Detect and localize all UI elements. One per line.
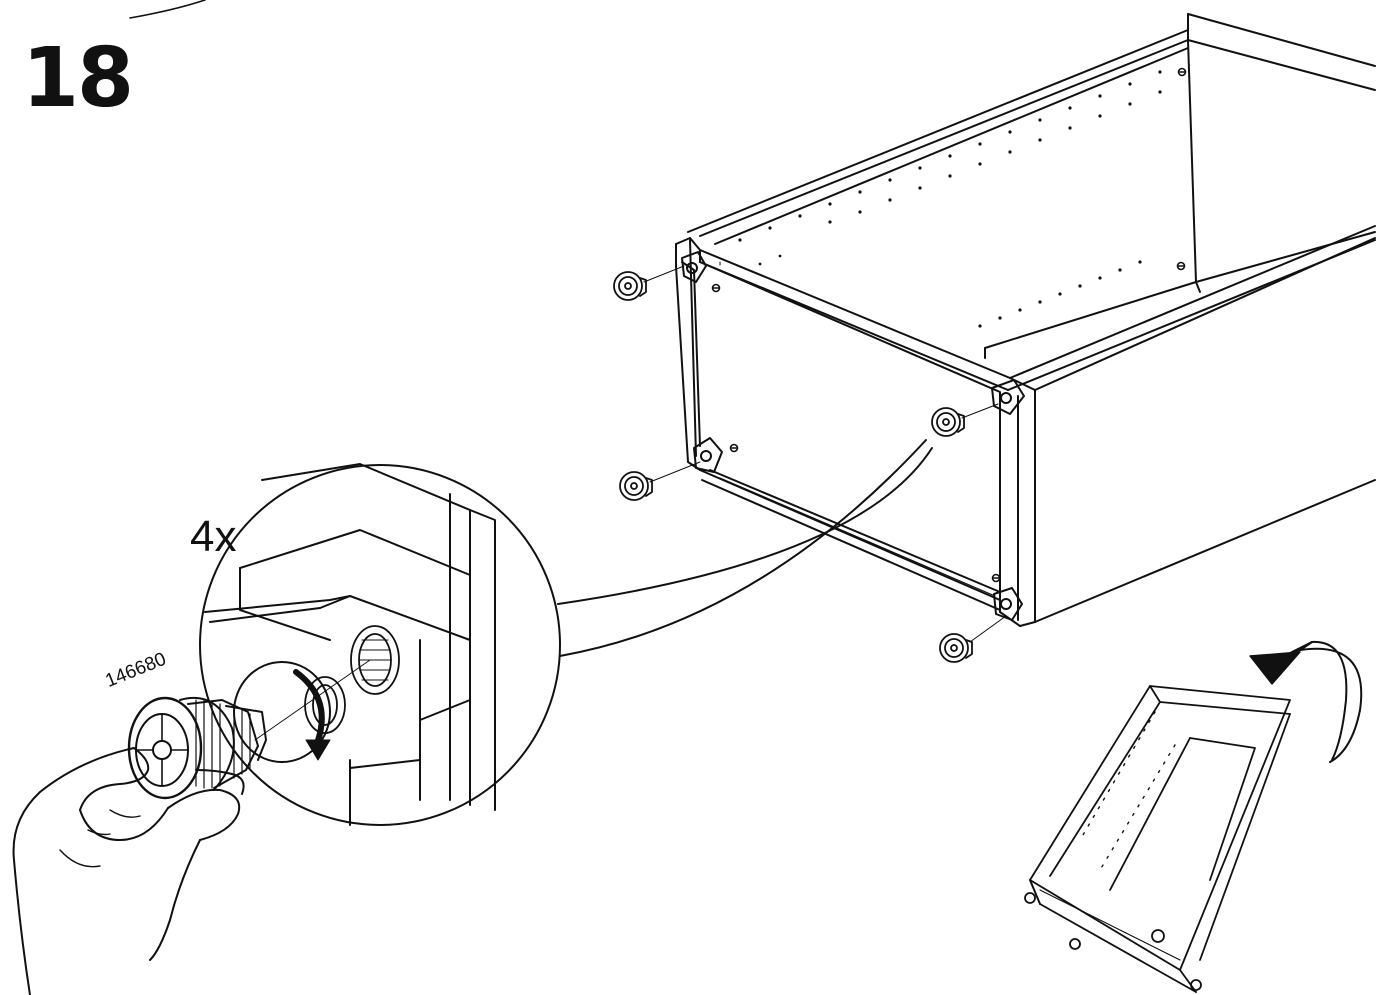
step-number: 18 [22,31,134,126]
corner-bracket-top-left [681,251,707,283]
cabinet-frame-icon [675,13,1376,627]
flipped-cabinet-icon [1024,685,1291,993]
corner-bracket-bottom-left [693,437,723,473]
previous-step-arc [129,0,206,19]
screw-marks [711,67,1187,583]
shelf-pin-holes [738,70,1162,328]
adjustable-foot-icon [619,461,701,501]
corner-bracket-top-right [991,379,1025,415]
corner-bracket-bottom-right [993,587,1023,621]
adjustable-foot-icon [939,615,1007,663]
adjustable-foot-icon [613,265,685,301]
rotate-arrow-icon [1249,640,1363,763]
adjustable-foot-icon [931,403,999,437]
quantity-label: 4x [190,512,237,561]
hand-icon [12,747,245,995]
detail-callout [199,439,933,826]
